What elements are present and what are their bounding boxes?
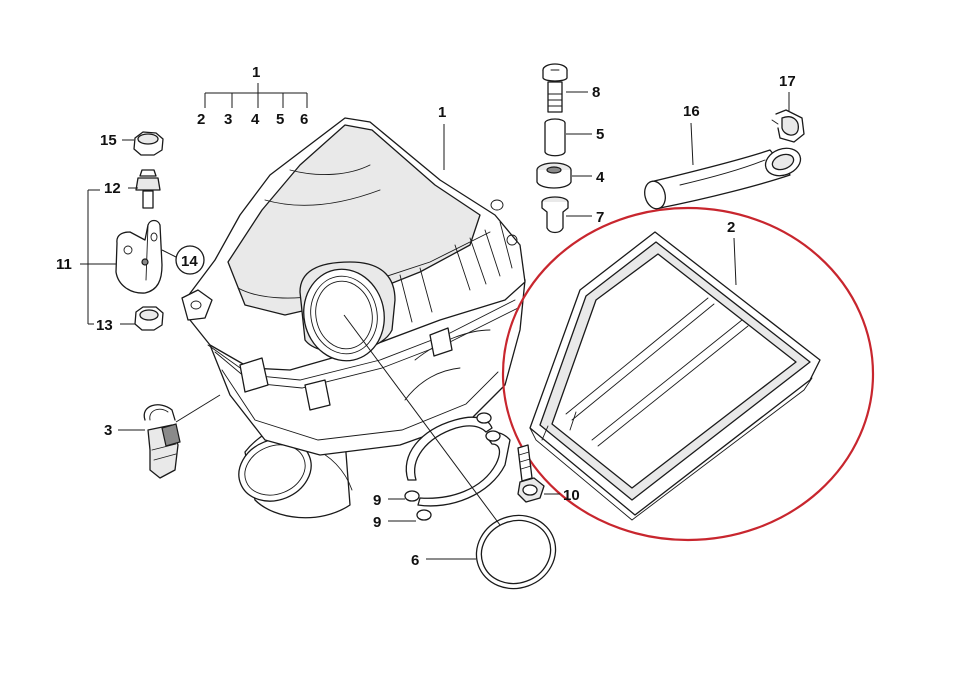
hex-nut-13: [134, 306, 164, 331]
callout-13: 13: [96, 317, 113, 334]
callout-1-housing: 1: [438, 104, 446, 121]
highlight-circle: [501, 206, 875, 542]
callout-14: 14: [181, 253, 198, 270]
bolt-10: [517, 444, 545, 503]
callout-2-filter: 2: [727, 219, 735, 236]
callout-9-b: 9: [373, 514, 381, 531]
callout-3-group: 3: [224, 111, 232, 128]
callout-8: 8: [592, 84, 600, 101]
grommet-4: [536, 162, 572, 189]
callout-11: 11: [56, 256, 72, 273]
callout-4-group: 4: [251, 111, 260, 128]
seal-ring-6: [475, 514, 557, 590]
hose-clip-3: [143, 404, 181, 479]
clamp-17: [771, 109, 805, 143]
group-bracket: 1 2 3 4 5 6: [197, 64, 308, 128]
screw-8: [542, 63, 568, 113]
stud-12: [135, 169, 161, 209]
air-filter-element: [529, 231, 821, 521]
bracket-assembly: 15 12 14 13 11: [56, 131, 205, 334]
intake-hose-16: [644, 147, 802, 210]
callout-3-clip: 3: [104, 422, 112, 439]
retaining-ring-9: [404, 412, 511, 521]
air-filter-housing: [181, 117, 526, 519]
callout-2-group: 2: [197, 111, 205, 128]
callout-12: 12: [104, 180, 121, 197]
callout-4-grommet: 4: [596, 169, 605, 186]
callout-6-seal: 6: [411, 552, 419, 569]
fastener-stack: 8 5 4 7: [536, 63, 605, 234]
callout-5-sleeve: 5: [596, 126, 604, 143]
callout-1-group: 1: [252, 64, 260, 81]
callout-17: 17: [779, 73, 796, 90]
sleeve-5: [544, 118, 566, 157]
hex-nut-15: [133, 131, 164, 156]
callout-10: 10: [563, 487, 580, 504]
mounting-bracket-14: [115, 219, 163, 294]
callout-14-circle: [175, 245, 205, 275]
callout-16: 16: [683, 103, 700, 120]
cap-7: [541, 196, 569, 234]
callout-7: 7: [596, 209, 604, 226]
callout-5-group: 5: [276, 111, 284, 128]
callout-15: 15: [100, 132, 117, 149]
callout-6-group: 6: [300, 111, 308, 128]
leader-seal: [343, 314, 501, 526]
callout-9-a: 9: [373, 492, 381, 509]
